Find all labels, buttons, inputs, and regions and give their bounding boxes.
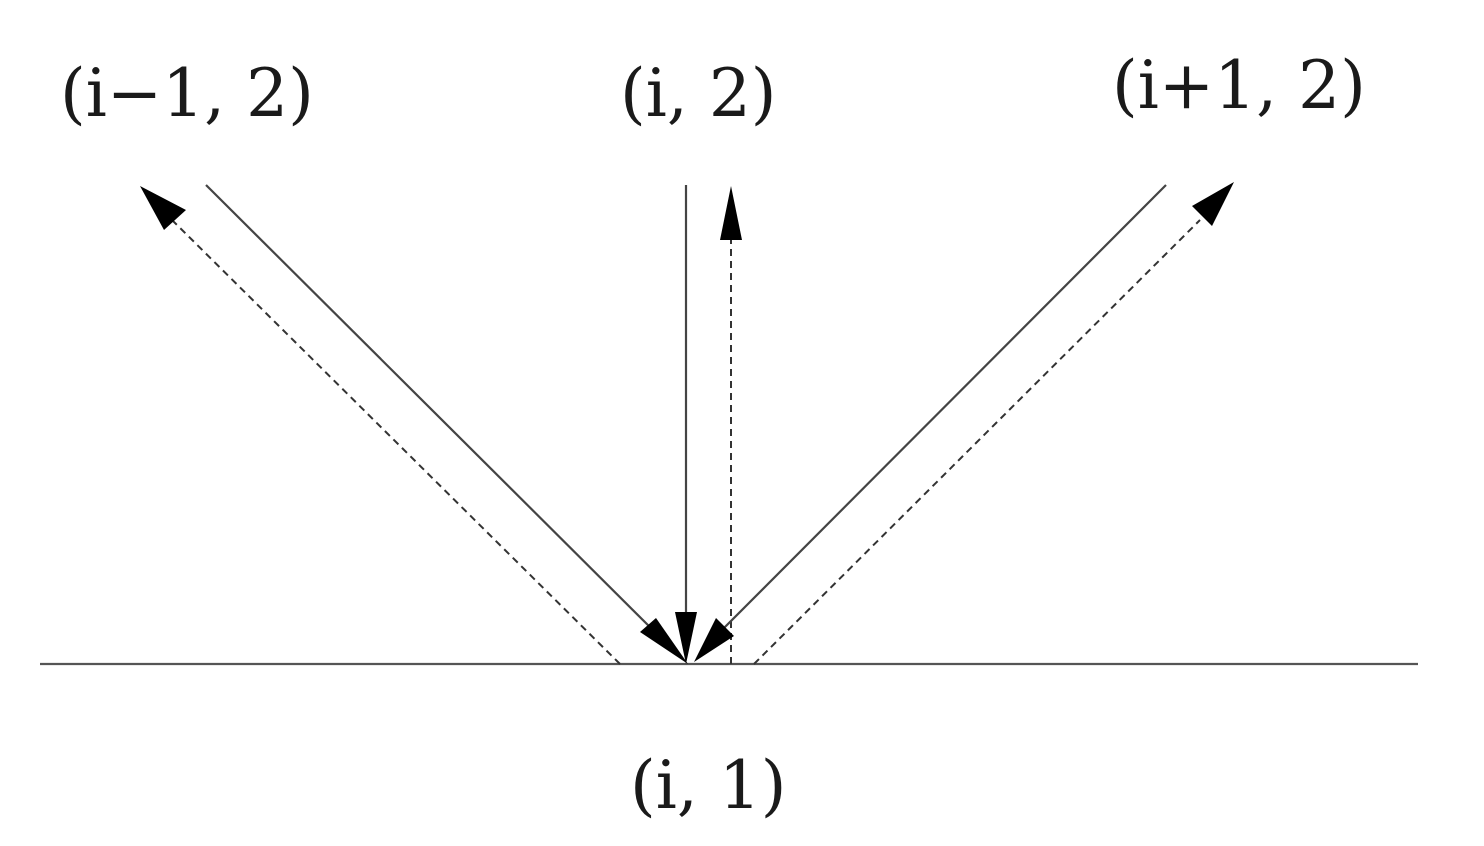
node-label-left-top: (i−1, 2) xyxy=(60,55,314,132)
incoming-ray-right xyxy=(711,184,1167,641)
incoming-ray-left-arrowhead xyxy=(640,618,688,664)
outgoing-ray-left xyxy=(171,219,621,665)
outgoing-ray-right xyxy=(753,219,1201,665)
incoming-ray-left xyxy=(205,184,669,646)
node-label-center-top: (i, 2) xyxy=(620,55,777,132)
outgoing-ray-right-arrowhead xyxy=(1192,182,1234,226)
incoming-ray-right-arrowhead xyxy=(694,618,734,662)
outgoing-ray-left-arrowhead xyxy=(140,186,186,230)
node-label-right-top: (i+1, 2) xyxy=(1112,47,1366,124)
node-label-bottom: (i, 1) xyxy=(630,747,787,824)
outgoing-ray-center-arrowhead xyxy=(720,186,742,240)
incoming-ray-center-arrowhead xyxy=(675,612,697,664)
